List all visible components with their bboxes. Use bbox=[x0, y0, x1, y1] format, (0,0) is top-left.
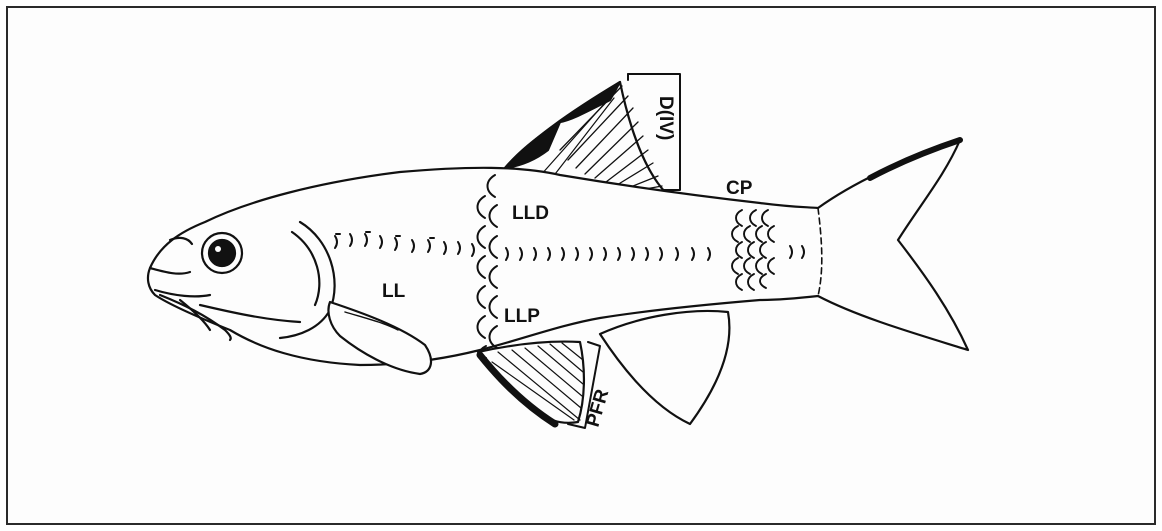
label-caudal-peduncle: CP bbox=[726, 178, 753, 199]
label-pelvic-fin-rays: PFR bbox=[583, 387, 614, 430]
label-lateral-line: LL bbox=[382, 281, 406, 302]
label-lateral-line-dorsal: LLD bbox=[512, 203, 549, 224]
label-lateral-line-pelvic: LLP bbox=[504, 306, 540, 327]
label-dorsal: D(IV) bbox=[655, 96, 676, 140]
pelvic-fin bbox=[478, 342, 584, 424]
fish-body-outline bbox=[148, 140, 968, 365]
anal-fin bbox=[600, 311, 729, 424]
